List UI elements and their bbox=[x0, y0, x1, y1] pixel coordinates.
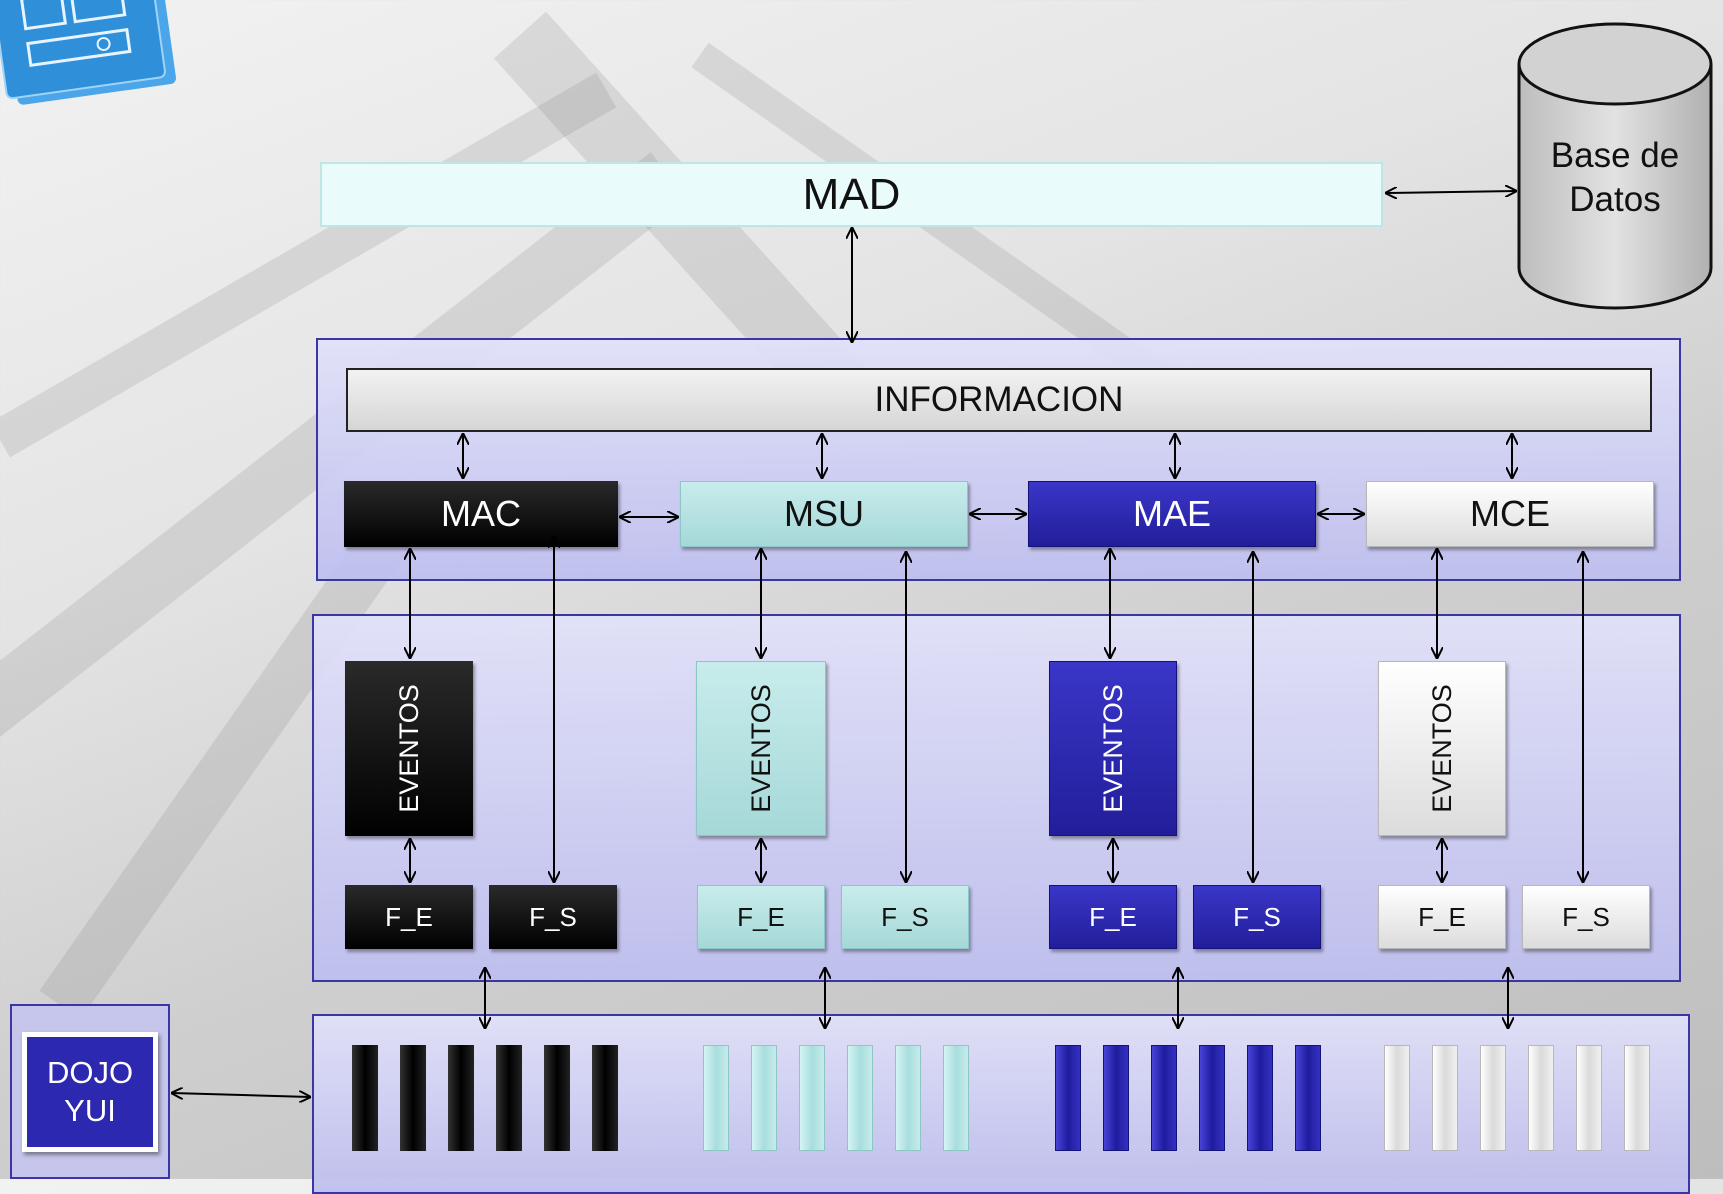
mad-label: MAD bbox=[802, 169, 901, 219]
widget-bar bbox=[352, 1045, 378, 1151]
module-mac-label: MAC bbox=[441, 493, 521, 534]
widget-bar bbox=[400, 1045, 426, 1151]
widget-bar bbox=[943, 1045, 969, 1151]
widget-bar bbox=[1576, 1045, 1602, 1151]
widget-bar bbox=[703, 1045, 729, 1151]
widget-bar bbox=[1199, 1045, 1225, 1151]
module-msu: MSU bbox=[680, 481, 968, 547]
widget-bar bbox=[544, 1045, 570, 1151]
library-box: DOJO YUI bbox=[22, 1032, 158, 1152]
fe-msu: F_E bbox=[697, 885, 825, 949]
library-label-line2: YUI bbox=[64, 1093, 116, 1128]
events-mce: EVENTOS bbox=[1378, 661, 1506, 836]
database-cylinder-icon bbox=[1517, 22, 1713, 310]
fs-msu-label: F_S bbox=[881, 901, 929, 932]
module-mce: MCE bbox=[1366, 481, 1654, 547]
events-msu: EVENTOS bbox=[696, 661, 826, 836]
blueprint-logo-icon bbox=[0, 0, 176, 105]
fe-mae-label: F_E bbox=[1089, 901, 1137, 932]
widget-bar bbox=[751, 1045, 777, 1151]
widget-bar bbox=[895, 1045, 921, 1151]
module-msu-label: MSU bbox=[784, 493, 864, 534]
fe-mce-label: F_E bbox=[1418, 901, 1466, 932]
arrow-dojo-widgets bbox=[172, 1093, 310, 1097]
informacion-label: INFORMACION bbox=[874, 380, 1124, 419]
fe-mac-label: F_E bbox=[385, 901, 433, 932]
informacion-bar: INFORMACION bbox=[346, 368, 1652, 432]
database-label-line1: Base de bbox=[1550, 136, 1680, 175]
fs-mae-label: F_S bbox=[1233, 901, 1281, 932]
library-label-line1: DOJO bbox=[46, 1055, 134, 1090]
widget-bar bbox=[496, 1045, 522, 1151]
widget-bar bbox=[1295, 1045, 1321, 1151]
events-mae: EVENTOS bbox=[1049, 661, 1177, 836]
database-label: Base de Datos bbox=[1515, 128, 1715, 228]
fs-mae: F_S bbox=[1193, 885, 1321, 949]
module-mce-label: MCE bbox=[1470, 493, 1550, 534]
fs-mce: F_S bbox=[1522, 885, 1650, 949]
widget-bar bbox=[1528, 1045, 1554, 1151]
widget-bar bbox=[1103, 1045, 1129, 1151]
widget-bar bbox=[448, 1045, 474, 1151]
widget-bar bbox=[1151, 1045, 1177, 1151]
widget-bar bbox=[1480, 1045, 1506, 1151]
widget-bar bbox=[799, 1045, 825, 1151]
fs-msu: F_S bbox=[841, 885, 969, 949]
fs-mac: F_S bbox=[489, 885, 617, 949]
mad-bar: MAD bbox=[320, 162, 1383, 227]
module-mae: MAE bbox=[1028, 481, 1316, 547]
database-label-line2: Datos bbox=[1569, 180, 1661, 219]
widget-bar bbox=[847, 1045, 873, 1151]
widget-bar bbox=[1432, 1045, 1458, 1151]
widget-bar bbox=[592, 1045, 618, 1151]
module-mac: MAC bbox=[344, 481, 618, 547]
widget-bar bbox=[1055, 1045, 1081, 1151]
widget-bar bbox=[1247, 1045, 1273, 1151]
arrow-mad-db bbox=[1386, 191, 1516, 193]
widget-bar bbox=[1384, 1045, 1410, 1151]
fs-mce-label: F_S bbox=[1562, 901, 1610, 932]
widget-bar bbox=[1624, 1045, 1650, 1151]
fe-mae: F_E bbox=[1049, 885, 1177, 949]
fe-mce: F_E bbox=[1378, 885, 1506, 949]
fe-mac: F_E bbox=[345, 885, 473, 949]
fe-msu-label: F_E bbox=[737, 901, 785, 932]
events-mac: EVENTOS bbox=[345, 661, 473, 836]
module-mae-label: MAE bbox=[1132, 493, 1211, 534]
fs-mac-label: F_S bbox=[529, 901, 577, 932]
widgets-panel bbox=[312, 1014, 1690, 1194]
